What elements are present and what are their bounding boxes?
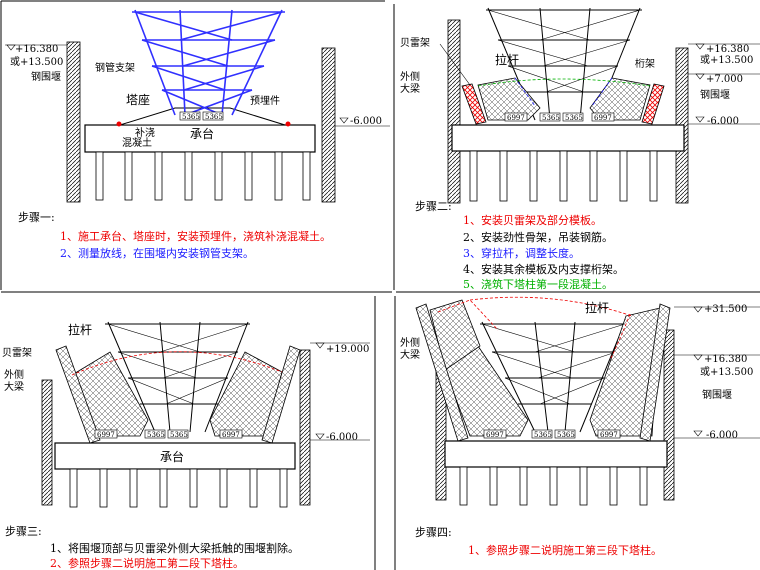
elevation-mid: +7.000 bbox=[706, 74, 743, 85]
label-steel-pipe-support: 钢管支架 bbox=[95, 61, 135, 74]
elevation-top-alt: 或+13.500 bbox=[10, 56, 63, 68]
cofferdam-right bbox=[663, 329, 675, 501]
piles bbox=[469, 150, 658, 202]
embedded-point-right bbox=[285, 121, 291, 127]
step-2-title: 步骤二: bbox=[415, 200, 452, 213]
cofferdam-left bbox=[41, 379, 53, 506]
label-cofferdam: 钢围堰 bbox=[702, 388, 732, 401]
dim-label: 5365 bbox=[170, 431, 188, 439]
panel-1: 5365 5365 钢管支架 塔座 预埋件 补浇 混凝土 承台 钢围堰 +16.… bbox=[5, 9, 390, 260]
label-bailey: 贝雷架 bbox=[400, 37, 430, 49]
label-outer-girder-1: 外侧 bbox=[4, 368, 24, 381]
step-2-line-5: 5、浇筑下塔柱第一段混凝土。 bbox=[463, 277, 613, 291]
pile-cap bbox=[444, 440, 668, 468]
label-tower-seat: 塔座 bbox=[126, 92, 150, 107]
dim-label: 5365 bbox=[205, 113, 223, 121]
dim-label: 5365 bbox=[565, 114, 583, 122]
elevation-top: +31.500 bbox=[704, 304, 747, 315]
dim-label: 5365 bbox=[147, 431, 165, 439]
label-supplement: 补浇 bbox=[135, 126, 155, 139]
dim-label: 5365 bbox=[182, 113, 200, 121]
piles bbox=[69, 468, 288, 508]
label-outer-girder-1: 外侧 bbox=[400, 70, 420, 83]
tower-seat bbox=[119, 107, 286, 126]
piles bbox=[459, 466, 648, 506]
dim-label: 6997 bbox=[594, 114, 612, 122]
elevation-top: +16.380 bbox=[15, 44, 58, 55]
left-outer-girder bbox=[415, 303, 469, 442]
label-bailey: 贝雷架 bbox=[2, 347, 32, 359]
step-1-line-1: 1、施工承台、塔座时，安装预埋件，浇筑补浇混凝土。 bbox=[60, 229, 331, 243]
right-outer-girder bbox=[639, 303, 671, 442]
dim-label: 6997 bbox=[486, 431, 504, 439]
label-cap: 承台 bbox=[160, 449, 184, 464]
step-2-line-2: 2、安装劲性骨架，吊装钢筋。 bbox=[463, 230, 613, 244]
elevation-top: +19.000 bbox=[326, 344, 369, 355]
cofferdam-left bbox=[66, 41, 81, 203]
label-truss: 桁架 bbox=[635, 57, 655, 70]
embedded-point-left bbox=[116, 121, 122, 127]
label-outer-girder-1: 外侧 bbox=[400, 336, 420, 349]
cofferdam-left bbox=[447, 19, 461, 204]
panel-3: 6997 5365 5365 6997 拉杆 贝雷架 外侧 大梁 承台 +19.… bbox=[2, 321, 370, 570]
label-tie-rod: 拉杆 bbox=[68, 322, 92, 337]
elevation-bottom: -6.000 bbox=[350, 116, 382, 127]
elevation-bottom: -6.000 bbox=[326, 432, 358, 443]
pile-cap bbox=[451, 124, 685, 152]
elevation-mid: +16.380 bbox=[704, 354, 747, 365]
elevation-bottom: -6.000 bbox=[707, 116, 739, 127]
piles bbox=[95, 151, 311, 201]
cofferdam-right bbox=[321, 47, 336, 203]
steel-truss bbox=[105, 321, 250, 433]
dim-label: 6997 bbox=[97, 431, 115, 439]
label-outer-girder-2: 大梁 bbox=[400, 82, 420, 95]
label-concrete: 混凝土 bbox=[122, 136, 152, 149]
dim-label: 6997 bbox=[600, 431, 618, 439]
label-cap: 承台 bbox=[190, 126, 214, 141]
dim-label: 5365 bbox=[557, 431, 575, 439]
dim-label: 5365 bbox=[534, 431, 552, 439]
pile-cap bbox=[84, 124, 316, 153]
right-formwork bbox=[589, 307, 661, 437]
cofferdam-right bbox=[299, 349, 311, 506]
label-cofferdam: 钢围堰 bbox=[31, 70, 61, 83]
step-4-line-1: 1、参照步骤二说明施工第三段下塔柱。 bbox=[468, 543, 662, 557]
label-cofferdam: 钢围堰 bbox=[700, 88, 730, 101]
panel-4: 6997 5365 5365 6997 拉杆 外侧 大梁 钢围堰 +31.500… bbox=[400, 296, 760, 557]
label-outer-girder-2: 大梁 bbox=[400, 348, 420, 361]
dim-label: 5365 bbox=[542, 114, 560, 122]
panel-2: 6997 5365 5365 6997 贝雷架 外侧 大梁 拉杆 桁架 钢围堰 … bbox=[400, 7, 760, 291]
right-outer-girder bbox=[641, 83, 665, 125]
right-outer-girder bbox=[261, 345, 301, 444]
step-1-title: 步骤一: bbox=[18, 211, 55, 224]
step-3-line-1: 1、将围堰顶部与贝雷梁外侧大梁抵触的围堰割除。 bbox=[50, 541, 299, 555]
label-outer-girder-2: 大梁 bbox=[4, 380, 24, 393]
pile-cap bbox=[54, 442, 296, 470]
label-embedded-part: 预埋件 bbox=[250, 95, 280, 107]
dim-label: 6997 bbox=[222, 431, 240, 439]
elevation-bottom: -6.000 bbox=[706, 430, 738, 441]
left-formwork bbox=[477, 77, 541, 121]
dim-label: 6997 bbox=[507, 114, 525, 122]
step-2-line-3: 3、穿拉杆，调整长度。 bbox=[463, 246, 580, 260]
step-3-line-2: 2、参照步骤二说明施工第二段下塔柱。 bbox=[50, 556, 244, 570]
step-2-line-4: 4、安装其余模板及内支撑桁架。 bbox=[463, 262, 624, 276]
elevation-top: +16.380 bbox=[706, 44, 749, 55]
label-tie-rod: 拉杆 bbox=[585, 300, 609, 315]
step-3-title: 步骤三: bbox=[5, 525, 42, 538]
elevation-top-alt: 或+13.500 bbox=[700, 54, 753, 66]
steel-pipe-support bbox=[132, 9, 285, 116]
step-1-line-2: 2、测量放线，在围堰内安装钢管支架。 bbox=[60, 246, 254, 260]
step-4-title: 步骤四: bbox=[415, 526, 452, 539]
label-tie-rod: 拉杆 bbox=[495, 52, 519, 67]
left-outer-girder bbox=[55, 345, 101, 444]
elevation-mid-alt: 或+13.500 bbox=[700, 366, 753, 378]
step-2-line-1: 1、安装贝雷架及部分模板。 bbox=[463, 213, 602, 227]
left-outer-girder bbox=[461, 83, 487, 125]
